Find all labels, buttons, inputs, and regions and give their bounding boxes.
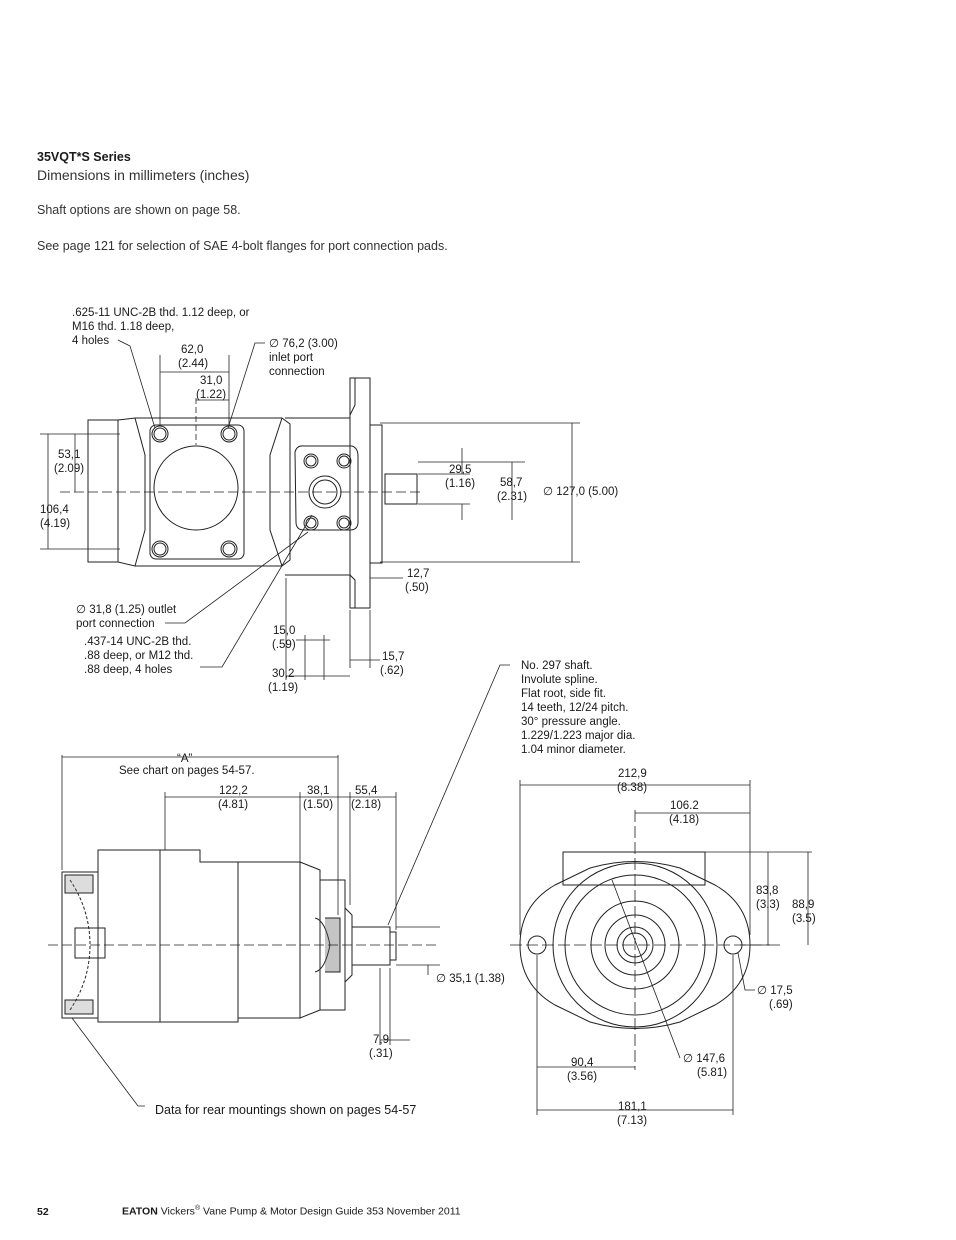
shaft-options-note: Shaft options are shown on page 58. (37, 203, 241, 217)
front-view-leaders (611, 879, 755, 1059)
outlet-port-label-2: port connection (76, 618, 155, 630)
outlet-holes-label-2: .88 deep, or M12 thd. (84, 650, 193, 662)
inlet-port-label-2: inlet port (269, 352, 314, 364)
shaft-spec-line: 14 teeth, 12/24 pitch. (521, 702, 628, 714)
dim-83-in: (3.3) (756, 899, 780, 911)
dim-31-in: (1.22) (196, 389, 226, 401)
dim-53-in: (2.09) (54, 463, 84, 475)
rear-holes-label-1: .625-11 UNC-2B thd. 1.12 deep, or (72, 307, 250, 319)
dim-83-mm: 83,8 (756, 885, 778, 897)
dim-147-mm: ∅ 147,6 (683, 1053, 725, 1065)
dim-212-in: (8.38) (617, 782, 647, 794)
dim-90-mm: 90,4 (571, 1057, 594, 1069)
page-number: 52 (37, 1205, 49, 1218)
chart-reference: See chart on pages 54-57. (119, 765, 255, 777)
dim-122-in: (4.81) (218, 799, 248, 811)
dim-147-in: (5.81) (697, 1067, 727, 1079)
outlet-holes-label-1: .437-14 UNC-2B thd. (84, 636, 191, 648)
rear-mount-note: Data for rear mountings shown on pages 5… (155, 1103, 416, 1117)
dim-106-2-in: (4.18) (669, 814, 699, 826)
dim-58-mm: 58,7 (500, 477, 522, 489)
dim-31-mm: 31,0 (200, 375, 222, 387)
side-view-body (61, 849, 397, 1023)
dim-38-in: (1.50) (303, 799, 333, 811)
dim-181-in: (7.13) (617, 1115, 647, 1127)
shaft-spec-line: Involute spline. (521, 674, 598, 686)
dim-212-mm: 212,9 (618, 768, 647, 780)
inlet-port-label-1: ∅ 76,2 (3.00) (269, 338, 338, 350)
dim-55-in: (2.18) (351, 799, 381, 811)
dim-7-9-in: (.31) (369, 1048, 393, 1060)
dim-88-in: (3.5) (792, 913, 816, 925)
shaft-spec-line: Flat root, side fit. (521, 688, 606, 700)
dim-55-mm: 55,4 (355, 785, 378, 797)
dim-15-7-in: (.62) (380, 665, 404, 677)
dim-58-in: (2.31) (497, 491, 527, 503)
shaft-spec-line: 30° pressure angle. (521, 716, 621, 728)
side-view-labels: “A” See chart on pages 54-57. 122,2 (4.8… (119, 753, 505, 1117)
shaft-spec-line: 1.229/1.223 major dia. (521, 730, 635, 742)
dim-a-label: “A” (177, 753, 193, 765)
shaft-spec-labels: No. 297 shaft. Involute spline. Flat roo… (521, 660, 635, 756)
shaft-spec-line: No. 297 shaft. (521, 660, 593, 672)
dim-38-mm: 38,1 (307, 785, 329, 797)
dim-17-in: (.69) (769, 999, 793, 1011)
rear-holes-label-3: 4 holes (72, 335, 109, 347)
outlet-port-label-1: ∅ 31,8 (1.25) outlet (76, 604, 177, 616)
outlet-holes-label-3: .88 deep, 4 holes (84, 664, 172, 676)
dim-106-mm: 106,4 (40, 504, 69, 516)
front-view-labels: 212,9 (8.38) 106.2 (4.18) 83,8 (3.3) 88,… (567, 768, 816, 1127)
guide-title: Vane Pump & Motor Design Guide 353 Novem… (200, 1205, 461, 1218)
dimensions-subtitle: Dimensions in millimeters (inches) (37, 167, 250, 183)
dim-12-in: (.50) (405, 582, 429, 594)
dim-53-mm: 53,1 (58, 449, 80, 461)
front-view-dimension-lines (510, 780, 812, 1115)
top-view-dimension-lines (40, 355, 580, 680)
dim-30-in: (1.19) (268, 682, 298, 694)
inlet-port-label-3: connection (269, 366, 325, 378)
dim-7-9-mm: 7,9 (373, 1034, 389, 1046)
dim-29-mm: 29,5 (449, 464, 471, 476)
dim-181-mm: 181,1 (618, 1101, 647, 1113)
dim-90-in: (3.56) (567, 1071, 597, 1083)
dim-62-mm: 62,0 (181, 344, 203, 356)
dim-15-7-mm: 15,7 (382, 651, 404, 663)
dim-29-in: (1.16) (445, 478, 475, 490)
dim-30-mm: 30,2 (272, 668, 294, 680)
dim-17-mm: ∅ 17,5 (757, 985, 793, 997)
dim-122-mm: 122,2 (219, 785, 248, 797)
top-view-leaders (117, 339, 313, 668)
guide-prefix: Vickers (160, 1205, 195, 1218)
dim-62-in: (2.44) (178, 358, 208, 370)
dim-106-2-mm: 106.2 (670, 800, 699, 812)
dim-88-mm: 88,9 (792, 899, 814, 911)
dim-127-label: ∅ 127,0 (5.00) (543, 486, 618, 498)
dim-15-0-mm: 15,0 (273, 625, 295, 637)
series-title: 35VQT*S Series (37, 150, 131, 164)
dim-35-label: ∅ 35,1 (1.38) (436, 973, 505, 985)
side-view-dimension-lines (48, 755, 440, 1045)
brand-name: EATON (122, 1205, 158, 1218)
rear-holes-label-2: M16 thd. 1.18 deep, (72, 321, 174, 333)
dim-12-mm: 12,7 (407, 568, 429, 580)
side-view-leaders (71, 664, 510, 1107)
dim-106-in: (4.19) (40, 518, 70, 530)
flange-selection-note: See page 121 for selection of SAE 4-bolt… (37, 239, 448, 253)
top-view-labels: .625-11 UNC-2B thd. 1.12 deep, or M16 th… (40, 307, 618, 694)
dim-15-0-in: (.59) (272, 639, 296, 651)
shaft-spec-line: 1.04 minor diameter. (521, 744, 626, 756)
